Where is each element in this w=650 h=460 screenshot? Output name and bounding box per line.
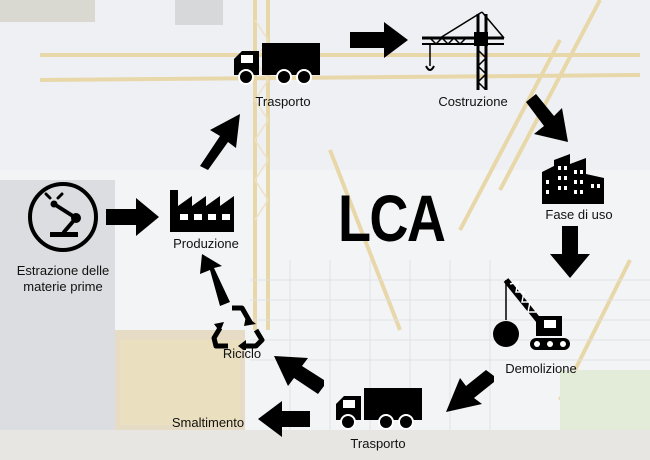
wrecking-crane-icon [493, 278, 570, 350]
arrow-use-to-demolition [550, 226, 590, 278]
label-demolition: Demolizione [505, 361, 577, 376]
arrow-construction-to-use [526, 94, 568, 142]
label-production: Produzione [173, 236, 239, 251]
arrow-transport-to-construction [350, 22, 408, 58]
label-use-phase: Fase di uso [545, 207, 613, 222]
truck-icon [336, 388, 422, 430]
label-extraction: Estrazione delle materie prime [16, 263, 110, 294]
label-transport-top: Trasporto [255, 94, 311, 109]
label-recycling: Riciclo [222, 346, 262, 361]
diagram-title: LCA [338, 181, 446, 255]
label-transport-bottom: Trasporto [350, 436, 406, 451]
tower-crane-icon [422, 11, 505, 90]
arrow-transport-to-recycling [274, 356, 324, 394]
arrow-transport-to-disposal [258, 401, 310, 437]
recycle-icon [211, 305, 265, 350]
truck-icon [234, 43, 320, 85]
arrow-extraction-to-production [106, 198, 159, 236]
label-construction: Costruzione [438, 94, 508, 109]
robot-arm-icon [28, 182, 98, 252]
factory-icon [170, 190, 234, 232]
buildings-icon [542, 154, 604, 204]
arrow-production-to-transport [200, 114, 240, 170]
arrow-demolition-to-transport [446, 370, 494, 412]
label-disposal: Smaltimento [171, 415, 245, 430]
arrow-recycling-to-production [200, 254, 230, 306]
